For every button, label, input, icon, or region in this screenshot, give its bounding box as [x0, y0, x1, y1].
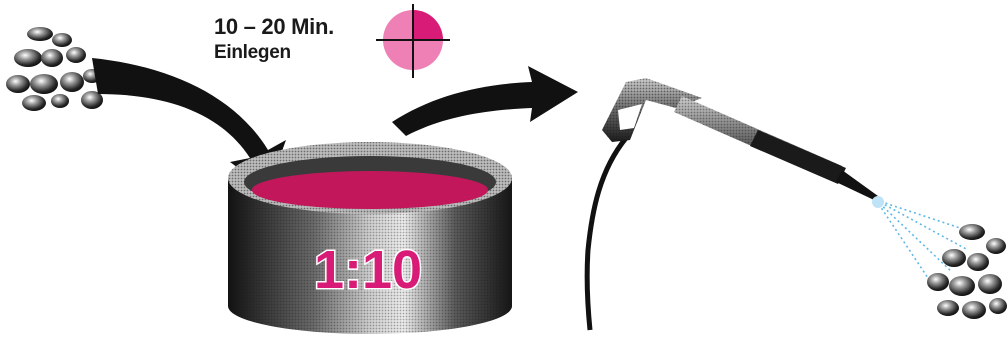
- soaking-tank-icon: 1:10: [228, 142, 512, 334]
- parts-cluster-right-icon: [927, 224, 1007, 319]
- timer-icon: [376, 4, 450, 78]
- spray-gun-icon: [602, 78, 878, 200]
- arrow-to-spray-icon: [392, 66, 578, 136]
- spray-mist-icon: [872, 196, 972, 290]
- parts-cluster-left-icon: [6, 27, 103, 111]
- soaking-liquid: [252, 171, 488, 209]
- dilution-ratio: 1:10: [314, 240, 422, 300]
- hose-icon: [587, 138, 626, 330]
